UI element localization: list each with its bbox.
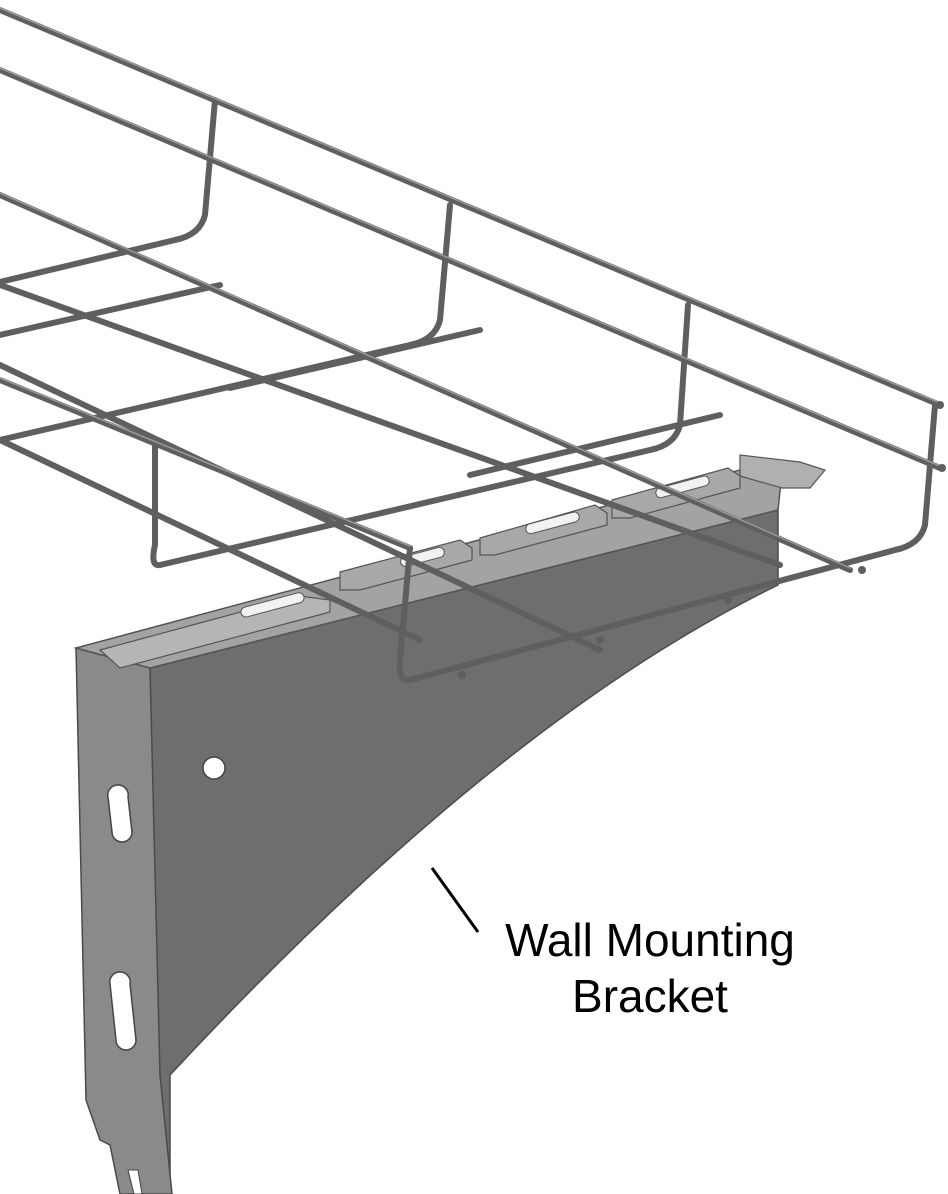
callout-label-line-1: Wall Mounting — [505, 914, 795, 966]
tray-cross-wire-1 — [0, 97, 218, 285]
keyhole-slot-upper — [107, 784, 133, 843]
callout-label-line-2: Bracket — [572, 970, 728, 1022]
bracket-face — [149, 509, 779, 1194]
wire-end-caps — [458, 401, 946, 679]
tray-floor-bar — [0, 282, 223, 338]
tray-rail-front-1 — [0, 437, 423, 643]
tray-floor-wire-3 — [0, 362, 603, 653]
tab-slot — [525, 511, 580, 535]
wall-mounting-bracket — [73, 454, 827, 1194]
wire-highlights — [0, 7, 941, 569]
bracket-round-hole — [202, 756, 226, 780]
bracket-foot-notch — [127, 1169, 143, 1194]
tray-rail-back-2 — [0, 67, 943, 471]
callout-leader-line — [430, 867, 480, 933]
bracket-wall-flange — [75, 647, 173, 1194]
tab-slot — [240, 592, 305, 618]
tray-top-rail-back — [0, 7, 943, 408]
tray-cross-wire-4 — [396, 402, 938, 684]
wire-mesh-cable-tray — [0, 7, 943, 684]
keyhole-slot-lower — [109, 971, 137, 1051]
tray-floor-wire-2 — [0, 282, 783, 568]
callout-label: Wall Mounting Bracket — [470, 912, 830, 1024]
bracket-tab-5 — [739, 454, 827, 489]
tray-floor-bar — [227, 327, 483, 391]
tray-cross-wire-3 — [150, 302, 691, 569]
tray-floor-bar — [467, 412, 723, 478]
tray-floor-wire-1 — [0, 192, 853, 573]
